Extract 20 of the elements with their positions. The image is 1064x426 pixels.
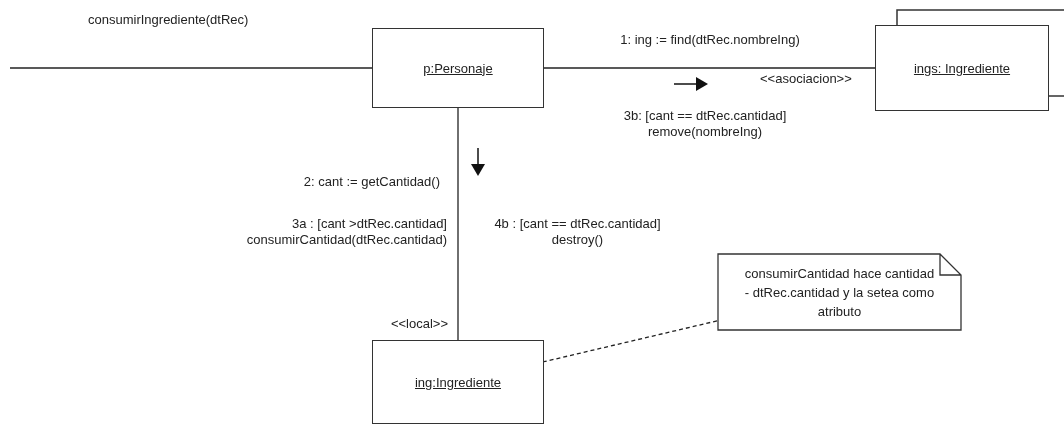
message-label: 2: cant := getCantidad() [302, 174, 440, 190]
message-label: 3a : [cant >dtRec.cantidad] consumirCantidad(dtRec.cantidad) [245, 216, 447, 248]
note-text: consumirCantidad hace cantidad - dtRec.cantidad y la setea como atributo [743, 264, 936, 321]
connector-line [543, 67, 876, 69]
object-name: p:Personaje [423, 60, 493, 76]
message-label: 3b: [cant == dtRec.cantidad] remove(nombreIng) [622, 108, 788, 140]
object-name: ings: Ingrediente [913, 60, 1011, 76]
dashed-connector [543, 320, 718, 363]
message-label: 1: ing := find(dtRec.nombreIng) [619, 32, 801, 48]
message-label: 4b : [cant == dtRec.cantidad] destroy() [493, 216, 662, 248]
object-box [372, 340, 544, 424]
multiobject-box [875, 25, 1049, 111]
object-name: ing:Ingrediente [415, 374, 501, 390]
connector-line [457, 107, 459, 341]
connector-line [9, 67, 373, 69]
note-box [717, 253, 962, 331]
object-box [372, 28, 544, 108]
edge-label: <<local>> [389, 316, 448, 332]
edge-label: consumirIngrediente(dtRec) [88, 12, 250, 28]
edge-label: <<asociacion>> [760, 71, 853, 87]
